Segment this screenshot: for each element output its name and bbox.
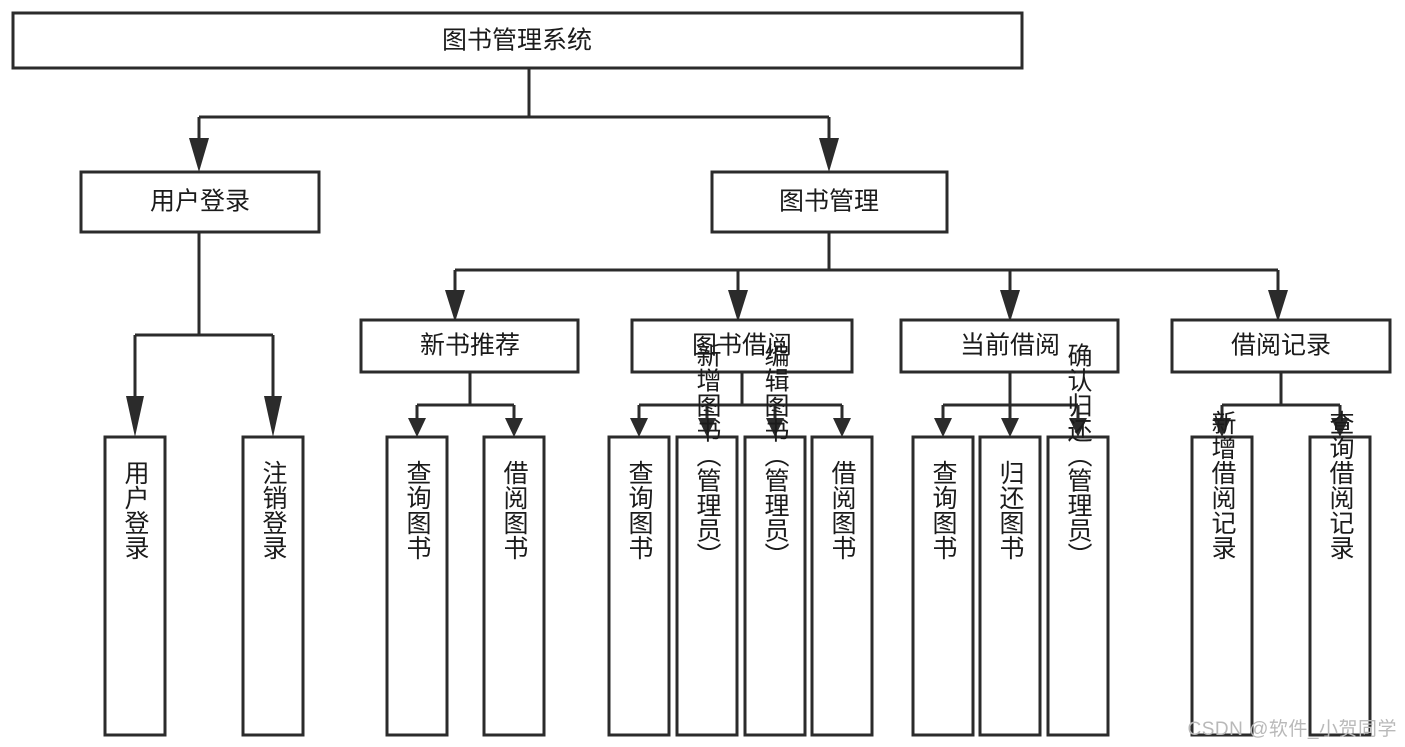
watermark: CSDN @软件_小贺同学 [1187, 719, 1397, 740]
node-label: 新书推荐 [420, 332, 520, 360]
node-leaf-query-book-cb[interactable]: 查询图书 [911, 435, 975, 737]
node-leaf-add-book-admin[interactable]: 新增图书（管理员） [675, 343, 739, 737]
node-label: 借阅图书 [500, 460, 529, 560]
node-leaf-add-borrow-record[interactable]: 新增借阅记录 [1190, 410, 1254, 737]
arrow-icon [505, 418, 523, 437]
edge-root-to-level2 [189, 68, 839, 172]
arrow-icon [1001, 418, 1019, 437]
node-leaf-query-book-nb[interactable]: 查询图书 [385, 435, 449, 737]
arrow-icon [819, 138, 839, 172]
arrow-icon [728, 290, 748, 322]
node-label: 图书管理 [779, 188, 879, 216]
node-leaf-user-login[interactable]: 用户登录 [103, 435, 167, 737]
node-leaf-borrow-book-bb[interactable]: 借阅图书 [810, 435, 874, 737]
arrow-icon [1069, 418, 1087, 437]
edge-current-borrow-to-leaves [934, 372, 1087, 437]
node-leaf-return-book[interactable]: 归还图书 [978, 435, 1042, 737]
edge-user-login-to-leaves [126, 232, 282, 437]
node-book-borrow[interactable]: 图书借阅 [630, 318, 854, 374]
arrow-icon [445, 290, 465, 322]
node-label: 借阅记录 [1231, 332, 1331, 360]
node-leaf-borrow-book-nb[interactable]: 借阅图书 [482, 435, 546, 737]
arrow-icon [408, 418, 426, 437]
node-leaf-edit-book-admin[interactable]: 编辑图书（管理员） [743, 343, 807, 737]
node-label: 注销登录 [259, 460, 288, 560]
arrow-icon [833, 418, 851, 437]
node-leaf-logout[interactable]: 注销登录 [241, 435, 305, 737]
node-root-system[interactable]: 图书管理系统 [11, 11, 1024, 70]
node-new-book-recommend[interactable]: 新书推荐 [359, 318, 580, 374]
node-label: 查询借阅记录 [1326, 410, 1355, 560]
edge-book-management-to-level3 [445, 232, 1288, 322]
arrow-icon [1000, 290, 1020, 322]
node-label: 当前借阅 [960, 332, 1060, 360]
arrow-icon [1213, 418, 1231, 437]
arrow-icon [126, 396, 144, 437]
node-label: 编辑图书（管理员） [761, 343, 790, 568]
arrow-icon [1268, 290, 1288, 322]
edge-book-borrow-to-leaves [630, 372, 851, 437]
node-current-borrow[interactable]: 当前借阅 [899, 318, 1120, 374]
node-book-management[interactable]: 图书管理 [710, 170, 949, 234]
node-label: 借阅图书 [828, 460, 857, 560]
arrow-icon [1331, 418, 1349, 437]
node-label: 确认归还（管理员） [1064, 343, 1093, 568]
edge-borrow-record-to-leaves [1213, 372, 1349, 437]
node-leaf-confirm-return-admin[interactable]: 确认归还（管理员） [1046, 343, 1110, 737]
node-user-login[interactable]: 用户登录 [79, 170, 321, 234]
arrow-icon [630, 418, 648, 437]
arrow-icon [766, 418, 784, 437]
node-label: 图书借阅 [692, 332, 792, 360]
node-label: 用户登录 [121, 460, 150, 560]
node-label: 查询图书 [403, 460, 432, 560]
arrow-icon [264, 396, 282, 437]
node-borrow-record[interactable]: 借阅记录 [1170, 318, 1392, 374]
node-label: 归还图书 [996, 460, 1025, 560]
node-label: 用户登录 [150, 188, 250, 216]
node-label: 新增借阅记录 [1208, 410, 1237, 560]
arrow-icon [698, 418, 716, 437]
node-label: 查询图书 [625, 460, 654, 560]
node-leaf-query-borrow-record[interactable]: 查询借阅记录 [1308, 410, 1372, 737]
edge-new-book-to-leaves [408, 372, 523, 437]
node-label: 查询图书 [929, 460, 958, 560]
node-leaf-query-book-bb[interactable]: 查询图书 [607, 435, 671, 737]
arrow-icon [934, 418, 952, 437]
arrow-icon [189, 138, 209, 172]
node-label: 新增图书（管理员） [693, 343, 722, 568]
node-label: 图书管理系统 [442, 27, 592, 55]
